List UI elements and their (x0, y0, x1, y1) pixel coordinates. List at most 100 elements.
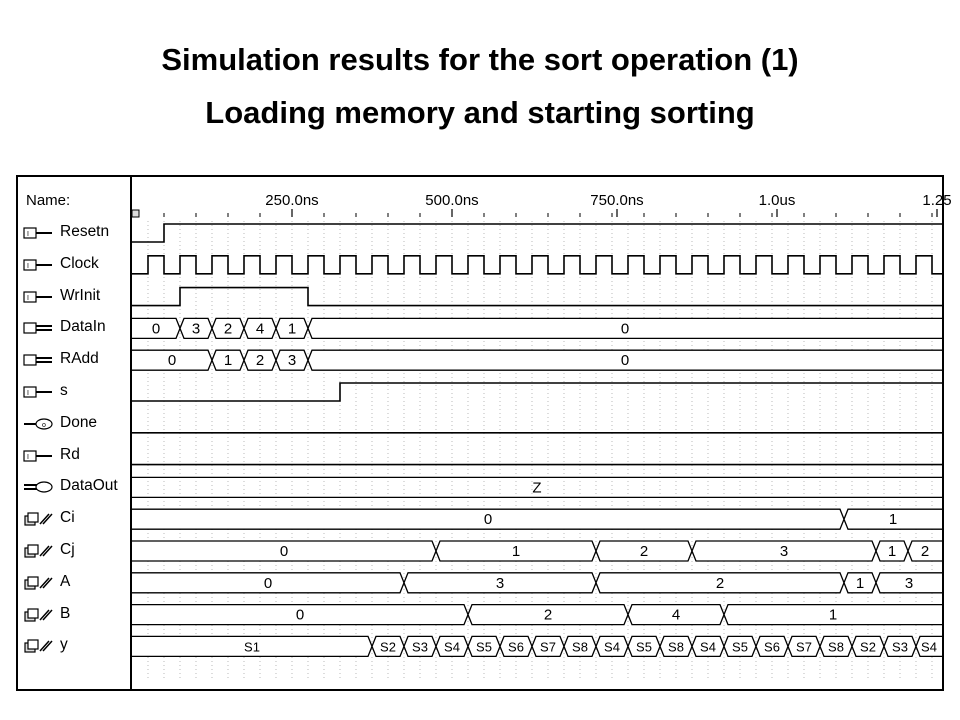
bus-value: 3 (288, 352, 296, 369)
signal-name: Clock (60, 254, 99, 272)
name-column-header: Name: (26, 192, 71, 209)
signal-name: Resetn (60, 223, 110, 240)
s-waveform (132, 382, 942, 402)
page-title-line-1: Simulation results for the sort operatio… (161, 42, 799, 77)
bus-value: 3 (780, 543, 788, 560)
bus-value: 3 (905, 575, 913, 592)
bus-value: 0 (280, 543, 288, 560)
signal-name: A (60, 572, 71, 590)
bus-segment (875, 572, 942, 594)
signal-name: Rd (60, 445, 80, 463)
signal-row-radd[interactable]: RAdd (18, 346, 130, 378)
bus-value: S4 (700, 639, 716, 654)
bus-value: S6 (508, 639, 524, 654)
output-pin-icon: o (23, 416, 53, 432)
signal-row-datain[interactable]: DataIn (18, 314, 130, 346)
svg-text:I: I (27, 390, 29, 397)
bus-segment (307, 349, 942, 371)
signal-name: y (60, 636, 68, 654)
signal-name: Done (60, 413, 98, 431)
bus-value: 2 (544, 607, 552, 624)
bus-segment (132, 476, 942, 499)
bus-value: 0 (264, 575, 272, 592)
input-pin-icon: I (23, 289, 53, 305)
bus-value: S7 (796, 639, 812, 654)
bus-value: S4 (921, 639, 937, 654)
time-tick-label: 1.25 (922, 192, 951, 209)
bus-value: S5 (732, 639, 748, 654)
signal-row-done[interactable]: o Done (18, 410, 130, 442)
bus-value: S2 (380, 639, 396, 654)
register-icon (23, 607, 53, 623)
page-title-line-2: Loading memory and starting sorting (205, 95, 755, 130)
signal-row-ci[interactable]: Ci (18, 505, 130, 537)
signal-row-dataout[interactable]: DataOut (18, 473, 130, 505)
bus-value: 2 (224, 320, 232, 337)
bus-value: 2 (256, 352, 264, 369)
signal-name: B (60, 604, 71, 622)
signal-row-resetn[interactable]: I Resetn (18, 219, 130, 251)
bus-value: 1 (889, 511, 897, 528)
signal-name: RAdd (60, 350, 99, 368)
b-waveform: 0 2 4 1 (132, 603, 942, 626)
bus-value: 3 (192, 320, 200, 337)
bus-value: 0 (621, 320, 629, 337)
input-bus-icon (23, 352, 53, 368)
signal-name: DataOut (60, 477, 118, 495)
bus-value: 4 (256, 320, 264, 337)
signal-row-a[interactable]: A (18, 569, 130, 601)
output-bus-icon (23, 479, 53, 495)
signal-name: WrInit (60, 286, 101, 304)
bus-segment (907, 540, 942, 562)
bus-value: 0 (168, 352, 176, 369)
bus-value: S7 (540, 639, 556, 654)
bus-value: S8 (572, 639, 588, 654)
register-icon (23, 511, 53, 527)
cursor-handle[interactable] (131, 209, 140, 218)
wrinit-waveform (132, 286, 942, 307)
signal-name: Cj (60, 541, 75, 558)
signal-name: Ci (60, 509, 75, 527)
a-waveform: 0 3 2 1 3 (132, 572, 942, 594)
signal-row-cj[interactable]: Cj (18, 537, 130, 569)
dataout-waveform: Z (132, 476, 942, 499)
bus-value: S4 (444, 639, 460, 654)
input-bus-icon (23, 320, 53, 336)
signal-row-b[interactable]: B (18, 601, 130, 633)
signal-name: DataIn (60, 318, 106, 336)
input-pin-icon: I (23, 384, 53, 400)
signal-row-y[interactable]: y (18, 632, 130, 664)
bus-value: S3 (892, 639, 908, 654)
bus-value: 1 (829, 607, 837, 624)
bus-value: 1 (856, 575, 864, 592)
bus-value: 3 (496, 575, 504, 592)
input-pin-icon: I (23, 225, 53, 241)
bus-value: S8 (828, 639, 844, 654)
bus-value: 0 (296, 607, 304, 624)
bus-value: 2 (716, 575, 724, 592)
bus-value: S2 (860, 639, 876, 654)
time-tick-label: 500.0ns (425, 192, 478, 209)
bus-value: S1 (244, 639, 260, 654)
time-tick-label: 250.0ns (265, 192, 318, 209)
signal-name: s (60, 382, 68, 399)
bus-segment (843, 508, 942, 530)
signal-row-wrinit[interactable]: I WrInit (18, 283, 130, 315)
bus-value: 4 (672, 607, 680, 624)
bus-segment (723, 603, 942, 626)
time-tick-label: 750.0ns (590, 192, 643, 209)
grid (147, 221, 933, 681)
register-icon (23, 575, 53, 591)
svg-text:I: I (27, 231, 29, 238)
